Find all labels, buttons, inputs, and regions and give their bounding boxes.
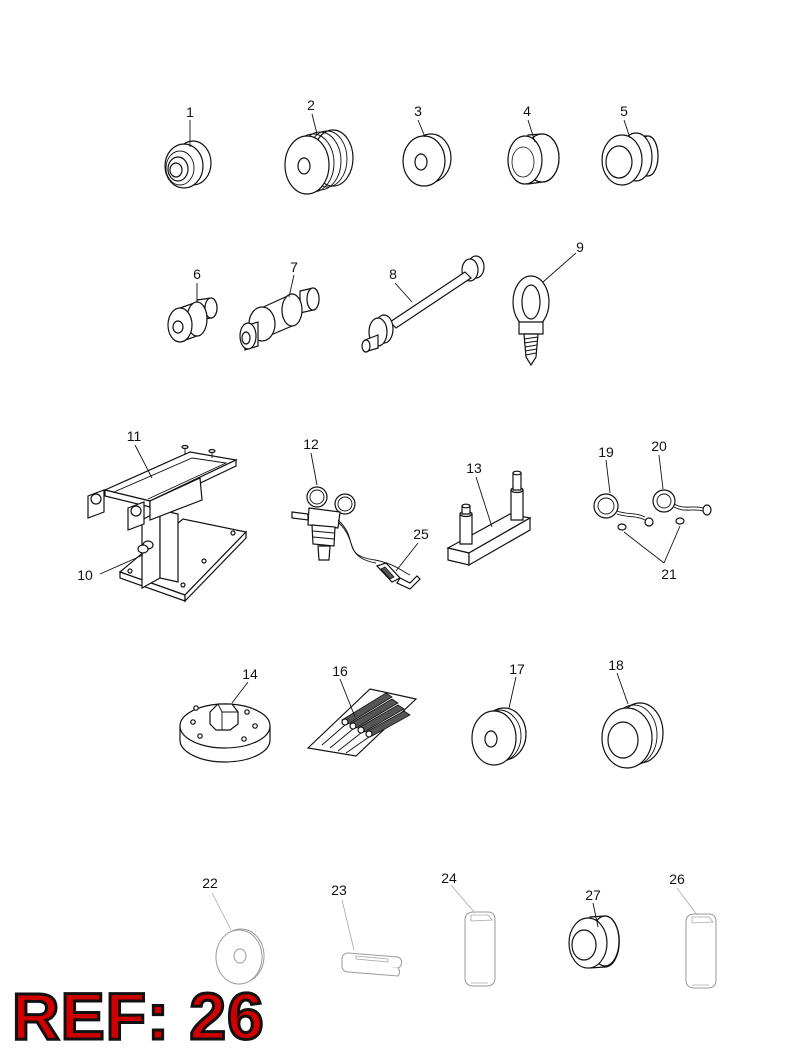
part-1-bushing (164, 120, 212, 189)
callout-27: 27 (585, 887, 601, 903)
callout-19: 19 (598, 444, 614, 460)
part-8-shaft (361, 255, 485, 353)
part-10-pin (99, 540, 154, 575)
part-16-tool-kit (306, 678, 418, 757)
part-6-adapter (167, 283, 218, 343)
part-26-block (676, 887, 717, 989)
callout-2: 2 (307, 97, 315, 113)
part-22-washer (211, 892, 265, 985)
part-24-block (450, 884, 496, 987)
callout-24: 24 (441, 870, 457, 886)
callout-21: 21 (661, 566, 677, 582)
callout-6: 6 (193, 266, 201, 282)
part-13-fixture (446, 470, 532, 567)
part-23-block (341, 899, 403, 977)
part-5-bushing (601, 119, 659, 186)
part-11-stand (87, 444, 248, 603)
callout-26: 26 (669, 871, 685, 887)
part-17-pulley (471, 676, 527, 766)
callout-16: 16 (332, 663, 348, 679)
part-2-pulley (284, 113, 354, 195)
callout-20: 20 (651, 438, 667, 454)
callout-17: 17 (509, 661, 525, 677)
callout-12: 12 (303, 436, 319, 452)
callout-7: 7 (290, 259, 298, 275)
part-19-gauge (593, 459, 654, 527)
part-14-plate (179, 681, 271, 763)
part-3-washer (402, 119, 452, 187)
callout-10: 10 (77, 567, 93, 583)
callout-8: 8 (389, 266, 397, 282)
part-7-adapter (239, 274, 320, 351)
part-4-sleeve (507, 119, 560, 185)
callout-5: 5 (620, 103, 628, 119)
part-25-hose-nozzle (375, 542, 421, 590)
part-20-gauge (652, 454, 712, 516)
reference-label: REF: 26 (11, 979, 266, 1053)
part-27-sleeve (568, 902, 620, 969)
callout-3: 3 (414, 103, 422, 119)
callout-14: 14 (242, 666, 258, 682)
callout-4: 4 (523, 103, 531, 119)
part-9-eye-bolt (512, 252, 577, 367)
callout-18: 18 (608, 657, 624, 673)
part-12-regulator (291, 452, 411, 576)
callout-9: 9 (576, 239, 584, 255)
callout-23: 23 (331, 882, 347, 898)
part-21-seal-rings (617, 517, 685, 564)
callout-11: 11 (127, 428, 142, 444)
callout-25: 25 (413, 526, 429, 542)
callout-1: 1 (186, 104, 194, 120)
callout-13: 13 (466, 460, 482, 476)
part-18-pulley (601, 672, 664, 769)
callout-22: 22 (202, 875, 218, 891)
